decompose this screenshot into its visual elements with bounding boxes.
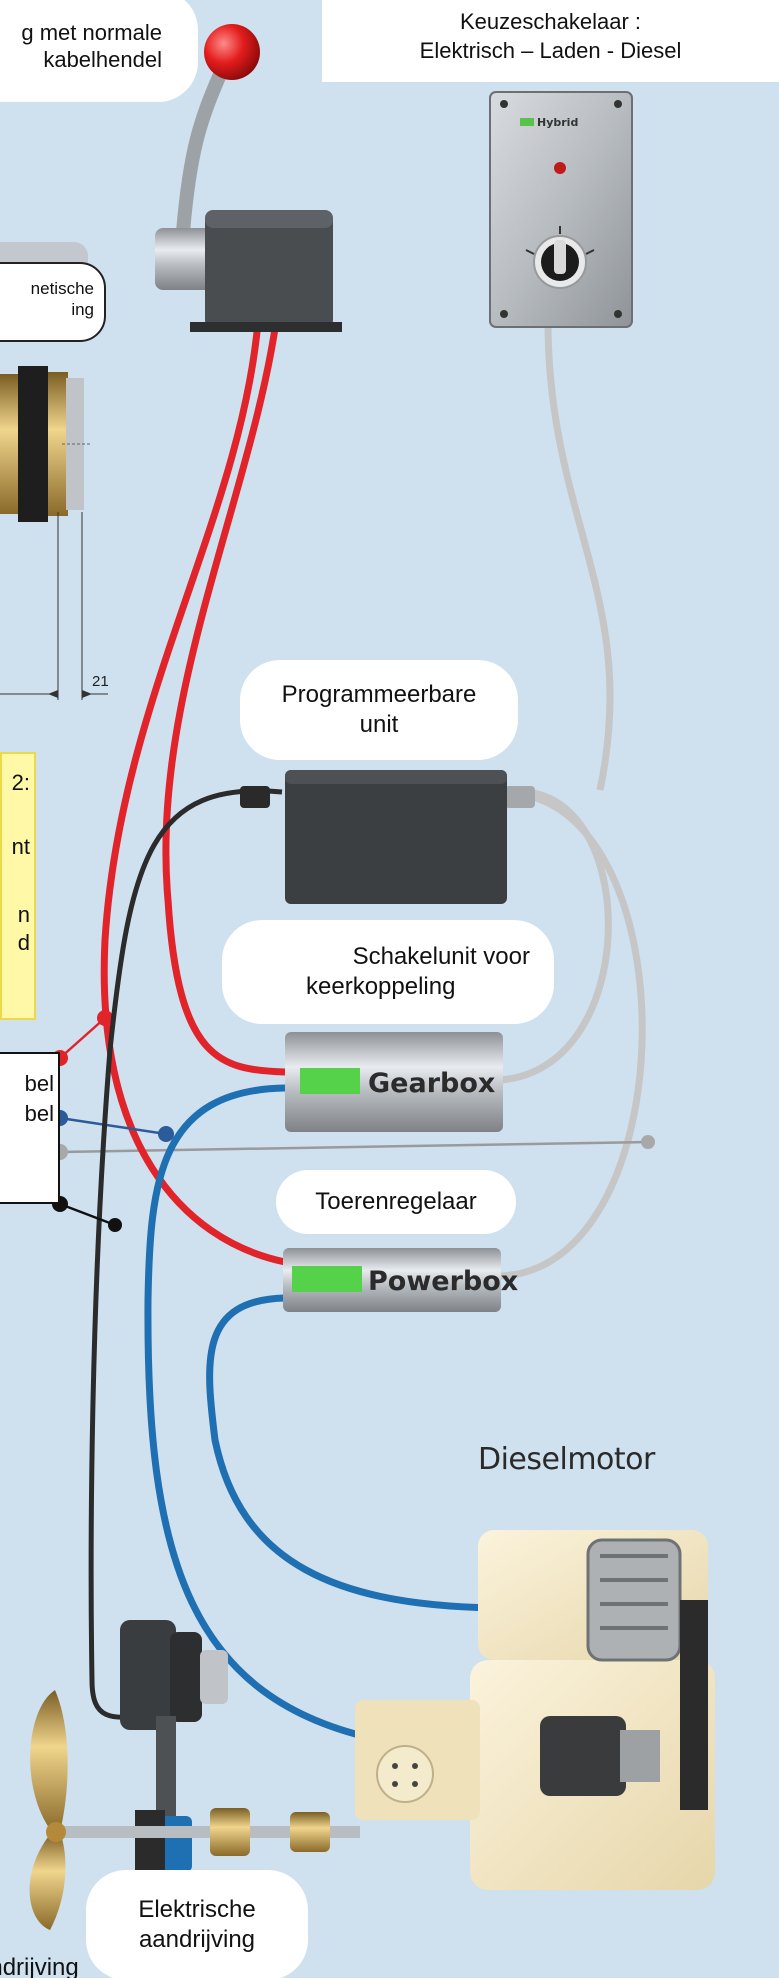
red-legend-line bbox=[59, 1017, 106, 1059]
electric-drive-bubble: Elektrische aandrijving bbox=[86, 1870, 308, 1978]
electric-drive-line-1: Elektrische bbox=[138, 1896, 256, 1923]
selector-switch-panel: Hybrid bbox=[489, 91, 633, 328]
switch-unit-line-2: keerkoppeling bbox=[306, 973, 456, 1000]
grey-sensor-line bbox=[59, 1140, 649, 1154]
note-line-3: n bbox=[17, 902, 30, 927]
powerbox-unit: Powerbox bbox=[283, 1248, 518, 1312]
blue-junction-dot bbox=[158, 1126, 174, 1142]
grey-junction-dot bbox=[641, 1135, 655, 1149]
programmable-unit-line-2: unit bbox=[359, 711, 399, 738]
grey-cable-switch-to-unit bbox=[544, 321, 614, 791]
legend-line-2: bel bbox=[24, 1101, 54, 1126]
grey-cable-unit-to-gearbox bbox=[499, 788, 612, 1084]
diesel-engine bbox=[355, 1530, 715, 1890]
dimension-label: 21 bbox=[92, 673, 109, 690]
red-cable-lever-to-powerbox bbox=[100, 321, 286, 1266]
magnetic-bubble-line-1: netische bbox=[30, 279, 94, 298]
speed-controller-label: Toerenregelaar bbox=[315, 1188, 477, 1215]
speed-controller-bubble: Toerenregelaar bbox=[276, 1170, 516, 1234]
magnetic-coupling: 21 bbox=[0, 366, 109, 700]
blue-legend-line bbox=[59, 1116, 167, 1136]
note-line-2: nt bbox=[11, 834, 30, 859]
blue-cable-gearbox bbox=[144, 1084, 381, 1744]
selector-switch-header: Keuzeschakelaar : Elektrisch – Laden - D… bbox=[322, 0, 779, 82]
programmable-unit-line-1: Programmeerbare bbox=[281, 681, 477, 708]
footer-clipped-label: andrijving bbox=[0, 1954, 79, 1978]
black-junction-dot bbox=[108, 1218, 122, 1232]
diesel-engine-label: Dieselmotor bbox=[478, 1442, 655, 1477]
red-junction-dot bbox=[97, 1010, 113, 1026]
panel-brand-label: Hybrid bbox=[537, 116, 578, 129]
note-line-1: 2: bbox=[11, 770, 30, 795]
gearbox-unit: Gearbox bbox=[285, 1032, 503, 1132]
propeller bbox=[29, 1690, 68, 1930]
header-line-1: Keuzeschakelaar : bbox=[460, 9, 641, 34]
control-lever bbox=[155, 24, 342, 332]
powerbox-label: Powerbox bbox=[368, 1266, 518, 1297]
legend-line-1: bel bbox=[24, 1071, 54, 1096]
programmable-unit-bubble: Programmeerbare unit bbox=[240, 660, 518, 760]
blue-cable-powerbox bbox=[206, 1294, 521, 1612]
grey-cable-unit-to-powerbox bbox=[499, 791, 646, 1280]
switch-unit-bubble: Schakelunit voor keerkoppeling bbox=[222, 920, 554, 1024]
magnetic-bubble-line-2: ing bbox=[71, 300, 94, 320]
switch-unit-line-1: Schakelunit voor bbox=[352, 943, 530, 970]
note-box: 2: nt n d bbox=[0, 752, 36, 1020]
note-line-4: d bbox=[17, 930, 30, 955]
gearbox-label: Gearbox bbox=[368, 1068, 495, 1099]
header-line-2: Elektrisch – Laden - Diesel bbox=[419, 37, 682, 63]
propeller-shaft bbox=[50, 1808, 360, 1856]
magnetic-coupling-bubble: netische ing bbox=[0, 262, 106, 342]
electric-drive-line-2: aandrijving bbox=[138, 1926, 256, 1953]
black-cable-unit-to-motor bbox=[88, 788, 283, 1720]
black-legend-line bbox=[59, 1202, 116, 1227]
lever-bubble-line-1: g met normale bbox=[21, 19, 162, 45]
programmable-unit-box bbox=[240, 770, 535, 904]
lever-bubble-line-2: kabelhendel bbox=[43, 47, 162, 72]
lever-bubble: g met normale kabelhendel bbox=[0, 0, 198, 102]
cable-legend: bel bel bbox=[0, 1052, 60, 1204]
